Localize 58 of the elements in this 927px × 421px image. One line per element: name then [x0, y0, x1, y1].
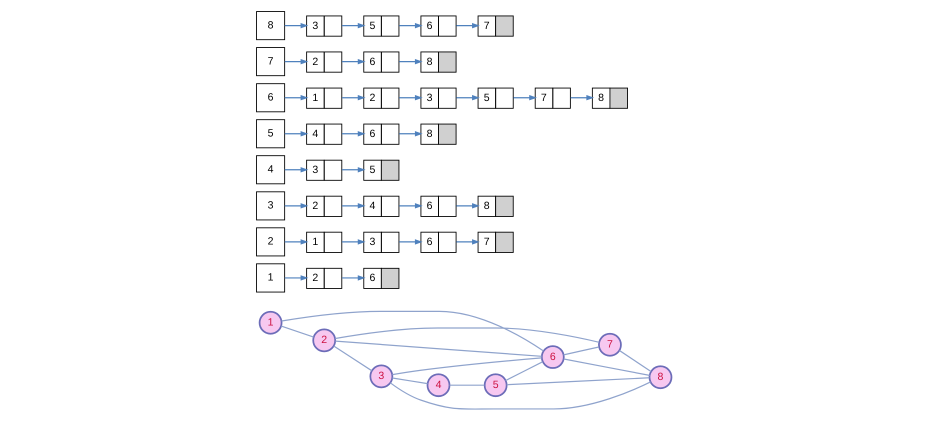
arrow [342, 22, 366, 28]
node-box: 2 [256, 227, 285, 256]
arrow [284, 22, 308, 28]
connector [506, 377, 649, 386]
arrow [342, 239, 366, 245]
arrow [342, 203, 366, 209]
connector [281, 310, 544, 352]
arrow [456, 239, 480, 245]
connector [449, 384, 484, 386]
arrow [570, 95, 594, 100]
node-circle: 6 [540, 345, 564, 369]
arrow [456, 203, 480, 209]
node-box: 1 [256, 263, 285, 292]
connector [392, 377, 428, 384]
node-circle: 7 [598, 332, 622, 357]
arrow [342, 275, 366, 281]
arrow [342, 95, 366, 100]
node-box: 5 [256, 119, 285, 148]
node-box: 4 [256, 155, 285, 184]
connector [392, 357, 542, 376]
arrow [342, 167, 366, 173]
node-circle: 5 [483, 373, 508, 398]
arrow [398, 22, 422, 28]
connector [334, 327, 599, 343]
arrow [284, 131, 308, 136]
arrow [398, 131, 422, 136]
arrow [284, 275, 308, 281]
arrow [284, 58, 308, 64]
connector [280, 326, 314, 338]
node-circle: 8 [648, 365, 672, 390]
arrow [398, 95, 422, 100]
arrow [284, 167, 308, 173]
node-box: 7 [256, 47, 285, 76]
node-box: 6 [256, 83, 285, 112]
connector [504, 361, 542, 382]
arrow [398, 203, 422, 209]
node-circle: 3 [369, 364, 393, 388]
connector [389, 381, 650, 410]
arrow [284, 203, 308, 209]
arrow [284, 95, 308, 100]
connector [563, 358, 650, 376]
arrow [512, 95, 536, 100]
arrow [398, 58, 422, 64]
node-circle: 4 [426, 373, 450, 398]
node-box: 8 [256, 11, 285, 40]
node-circle: 2 [312, 328, 336, 352]
arrow [456, 22, 480, 28]
connector [334, 340, 542, 357]
arrow [284, 239, 308, 245]
node-box: 3 [256, 191, 285, 220]
connector [618, 350, 651, 372]
node-circle: 1 [258, 310, 282, 335]
arrow [342, 58, 366, 64]
arrow [398, 239, 422, 245]
arrow [456, 95, 480, 100]
arrow [342, 131, 366, 136]
connector [562, 346, 598, 356]
connector [332, 345, 372, 372]
